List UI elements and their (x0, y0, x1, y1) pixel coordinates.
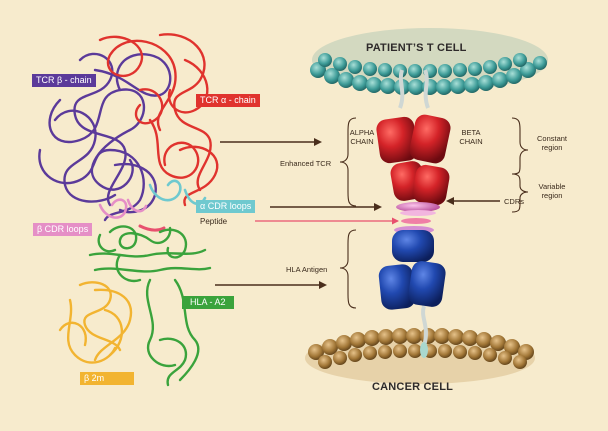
alpha-chain-line-2: CHAIN (350, 137, 374, 146)
beta-chain-line-2: CHAIN (459, 137, 483, 146)
tcr-alpha-chain-label: TCR α - chain (196, 94, 260, 107)
beta-chain-line-1: BETA (461, 128, 481, 137)
beta-cdr-loops-label: β CDR loops (33, 223, 93, 236)
cancer-cell-membrane (305, 305, 535, 384)
cdrs-label: CDRs (504, 197, 524, 206)
variable-region-bracket (511, 173, 529, 213)
alpha-cdr-loops-label: α CDR loops (196, 200, 256, 213)
ribbon-peptide (138, 224, 166, 232)
constant-region-bracket (511, 117, 529, 175)
ribbon-tcr-alpha (98, 33, 219, 207)
enhanced-tcr-bracket (339, 117, 357, 207)
constant-region-line-1: Constant (536, 134, 568, 143)
hla-antigen-label: HLA Antigen (286, 265, 328, 274)
cdr-loops-shape (396, 202, 440, 216)
cancer-cell-title: CANCER CELL (372, 381, 454, 393)
hla-a2-label: HLA - A2 (182, 296, 234, 309)
beta-chain-label: BETA CHAIN (455, 128, 487, 146)
variable-region-line-1: Variable (538, 182, 566, 191)
tcr-variable-domains (390, 161, 450, 206)
ribbon-b2m (58, 281, 133, 364)
constant-region-label: Constant region (530, 134, 574, 152)
brackets (339, 117, 529, 309)
constant-region-line-2: region (541, 143, 563, 152)
alpha-chain-line-1: ALPHA (349, 128, 375, 137)
variable-region-line-2: region (541, 191, 563, 200)
tcr-constant-domains (376, 114, 451, 164)
tcr-beta-chain-label: TCR β - chain (32, 74, 96, 87)
enhanced-tcr-label: Enhanced TCR (280, 159, 332, 168)
peptide-label: Peptide (200, 217, 228, 226)
peptide-shape (401, 218, 431, 224)
arrows (215, 138, 500, 289)
ribbon-beta-cdr (98, 198, 148, 219)
b2m-label: β 2m (80, 372, 134, 385)
t-cell-membrane (310, 28, 548, 109)
ribbon-hla-a2 (88, 225, 212, 387)
hla-domains (378, 226, 446, 310)
hla-antigen-bracket (339, 229, 357, 309)
alpha-chain-label: ALPHA CHAIN (344, 128, 380, 146)
patient-t-cell-title: PATIENT’S T CELL (366, 42, 467, 54)
variable-region-label: Variable region (530, 182, 574, 200)
